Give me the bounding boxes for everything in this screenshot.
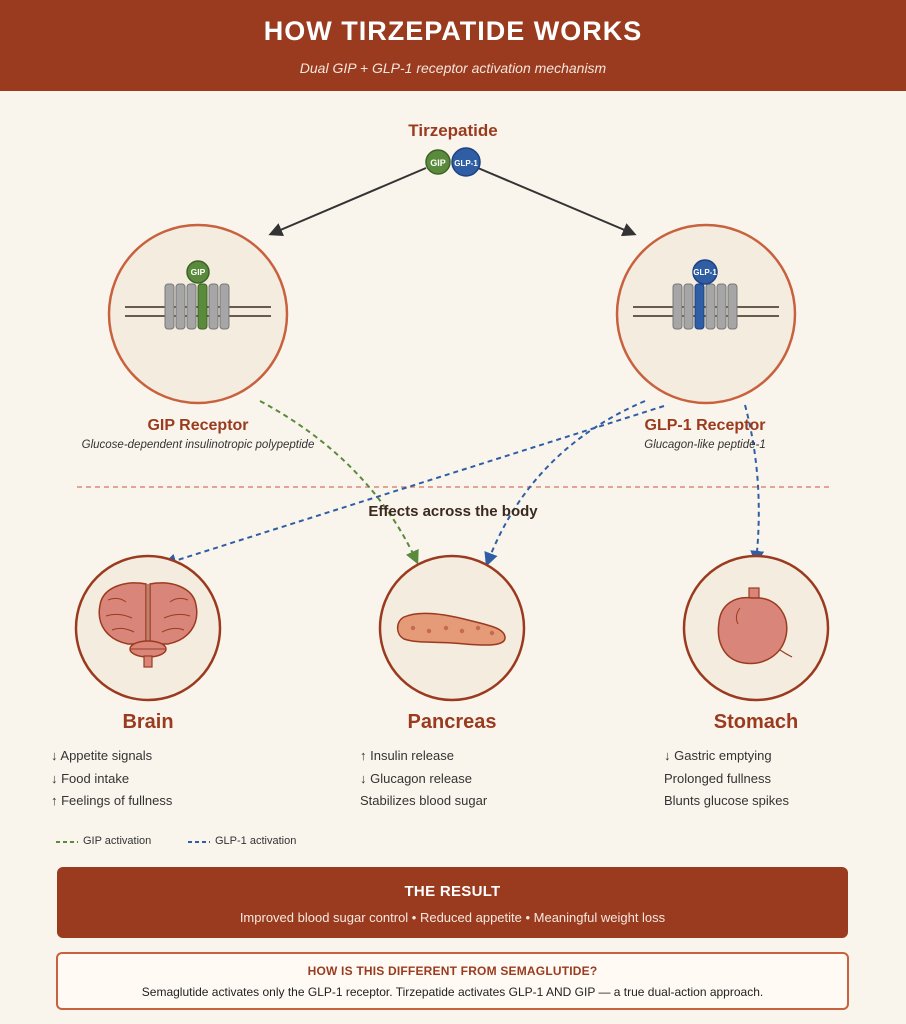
pancreas-name: Pancreas [407,711,497,733]
gip-receptor-icon: GIP [125,260,271,330]
gip-receptor-name: GIP Receptor [147,417,249,434]
legend-glp1-label: GLP-1 activation [215,835,297,847]
arrow-drug-to-glp1-receptor [477,167,637,237]
glp1-ligand-label: GLP-1 [693,268,717,277]
gip-ligand-label: GIP [191,267,206,277]
list-item: Stabilizes blood sugar [360,793,488,808]
page-title: HOW TIRZEPATIDE WORKS [263,16,643,46]
glp1-receptor-name: GLP-1 Receptor [644,417,766,434]
result-title: THE RESULT [404,883,501,900]
brain-name: Brain [122,711,174,733]
result-text: Improved blood sugar control • Reduced a… [239,910,666,925]
glp1-activation-path-stomach [744,404,765,565]
comparison-title: HOW IS THIS DIFFERENT FROM SEMAGLUTIDE? [307,964,598,978]
stomach-effects-list: ↓ Gastric emptying Prolonged fullness Bl… [664,747,789,815]
pancreas-effects-list: ↑ Insulin release ↓ Glucagon release Sta… [360,747,487,815]
glp1-badge: GLP-1 [451,147,481,177]
list-item: ↓ Food intake [51,770,130,786]
brain-icon [98,582,198,668]
page-subtitle: Dual GIP + GLP-1 receptor activation mec… [299,60,607,76]
list-item: ↓ Glucagon release [360,770,473,786]
gip-badge: GIP [425,149,451,175]
glp1-activation-path-pancreas [484,400,646,567]
list-item: ↑ Feelings of fullness [51,793,173,808]
list-item: ↓ Gastric emptying [664,748,772,763]
arrow-drug-to-gip-receptor [268,167,427,237]
effects-title: Effects across the body [368,503,538,520]
gip-activation-path-pancreas [259,400,419,565]
stomach-icon [717,587,793,665]
header-banner: HOW TIRZEPATIDE WORKS Dual GIP + GLP-1 r… [0,0,906,91]
gip-receptor-description: Glucose-dependent insulinotropic polypep… [81,439,315,451]
glp1-receptor-description: Glucagon-like peptide-1 [644,439,766,451]
pancreas-icon [396,612,506,646]
list-item: Prolonged fullness [664,770,771,786]
glp1-receptor-icon: GLP-1 [633,259,779,330]
glp1-badge-label: GLP-1 [454,159,478,168]
gip-badge-label: GIP [430,158,446,168]
result-box: THE RESULT Improved blood sugar control … [57,867,848,938]
brain-effects-list: ↓ Appetite signals ↓ Food intake ↑ Feeli… [51,747,172,815]
list-item: Blunts glucose spikes [664,793,790,808]
comparison-text: Semaglutide activates only the GLP-1 rec… [141,985,764,999]
comparison-box: HOW IS THIS DIFFERENT FROM SEMAGLUTIDE? … [56,952,849,1010]
stomach-name: Stomach [713,711,799,733]
list-item: ↓ Appetite signals [51,748,153,763]
drug-name: Tirzepatide [408,121,498,140]
list-item: ↑ Insulin release [360,748,454,763]
legend-gip-label: GIP activation [83,835,152,847]
glp1-activation-path-brain [162,405,665,568]
